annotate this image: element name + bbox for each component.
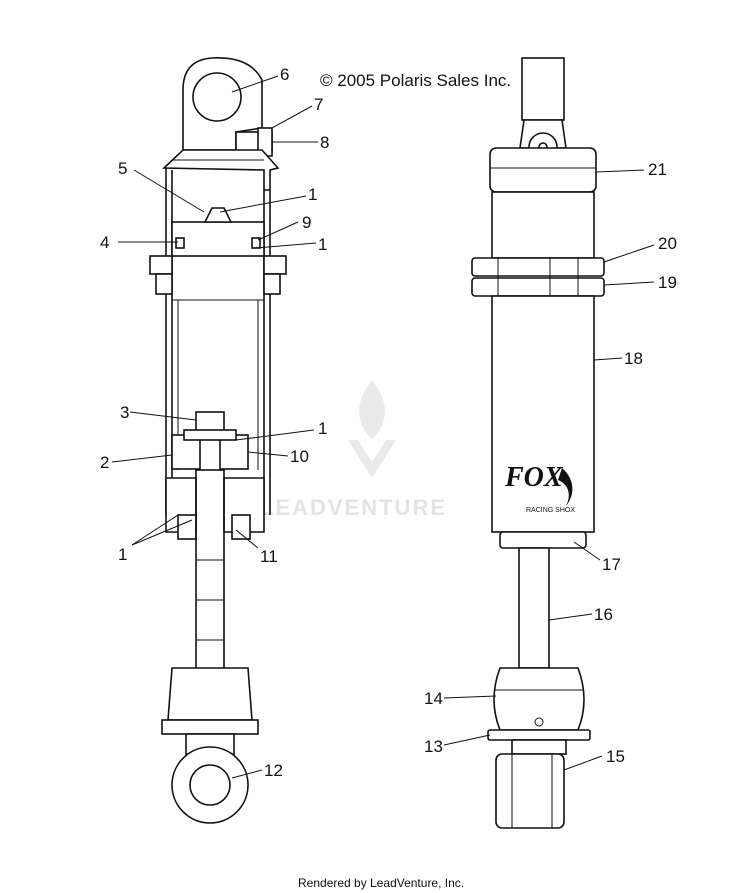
leader-lines (111, 75, 655, 779)
callout-8: 8 (320, 133, 329, 152)
callout-17: 17 (602, 555, 621, 574)
watermark: LEADVENTURE (260, 380, 447, 520)
callout-14: 14 (424, 689, 443, 708)
callout-5: 5 (118, 159, 127, 178)
callout-16: 16 (594, 605, 613, 624)
callout-18: 18 (624, 349, 643, 368)
callouts: 6 7 8 5 1 9 4 1 3 1 2 10 1 11 12 21 20 1… (100, 65, 677, 780)
callout-4: 4 (100, 233, 109, 252)
callout-1b: 1 (318, 235, 327, 254)
copyright-text: © 2005 Polaris Sales Inc. (320, 71, 511, 90)
callout-21: 21 (648, 160, 667, 179)
callout-11: 11 (260, 547, 278, 566)
watermark-text: LEADVENTURE (260, 495, 447, 520)
footer-text: Rendered by LeadVenture, Inc. (298, 876, 464, 890)
callout-19: 19 (658, 273, 677, 292)
callout-1c: 1 (318, 419, 327, 438)
cutaway-shock (149, 57, 287, 824)
fox-head-icon (558, 468, 573, 506)
callout-6: 6 (280, 65, 289, 84)
callout-2: 2 (100, 453, 109, 472)
callout-13: 13 (424, 737, 443, 756)
fox-logo-text: FOX (504, 462, 564, 493)
callout-1d: 1 (118, 545, 127, 564)
callout-12: 12 (264, 761, 283, 780)
callout-3: 3 (120, 403, 129, 422)
callout-10: 10 (290, 447, 309, 466)
callout-7: 7 (314, 95, 323, 114)
fox-subtitle-text: RACING SHOX (526, 507, 575, 514)
callout-1a: 1 (308, 185, 317, 204)
callout-9: 9 (302, 213, 311, 232)
assembled-shock: FOX RACING SHOX (471, 57, 605, 829)
callout-20: 20 (658, 234, 677, 253)
callout-15: 15 (606, 747, 625, 766)
